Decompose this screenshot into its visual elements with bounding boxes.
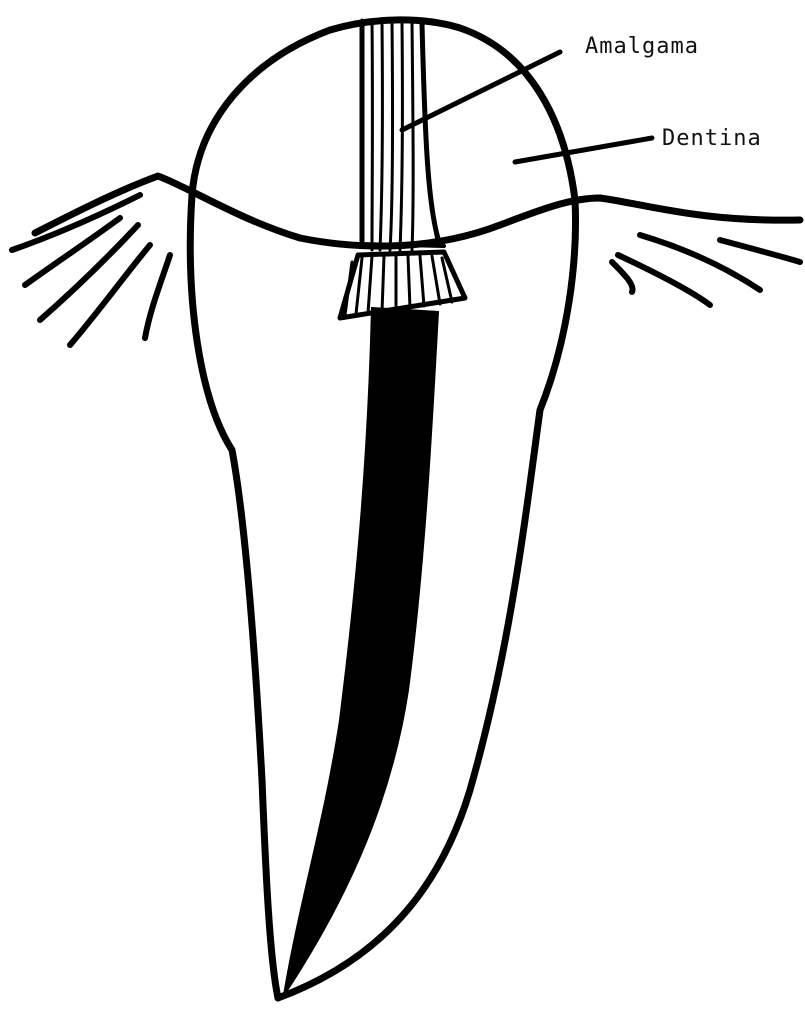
right-periodontal-fibers	[612, 235, 800, 305]
amalgama-base	[340, 252, 465, 318]
amalgama-filling	[358, 20, 444, 250]
amalgama-label: Amalgama	[585, 34, 699, 59]
root-outline-left	[190, 195, 278, 998]
dentina-leader-line	[515, 138, 652, 162]
gum-line	[35, 176, 800, 246]
left-periodontal-fibers	[12, 195, 170, 345]
dentina-label: Dentina	[662, 126, 762, 151]
root-canal-filling	[284, 308, 438, 995]
